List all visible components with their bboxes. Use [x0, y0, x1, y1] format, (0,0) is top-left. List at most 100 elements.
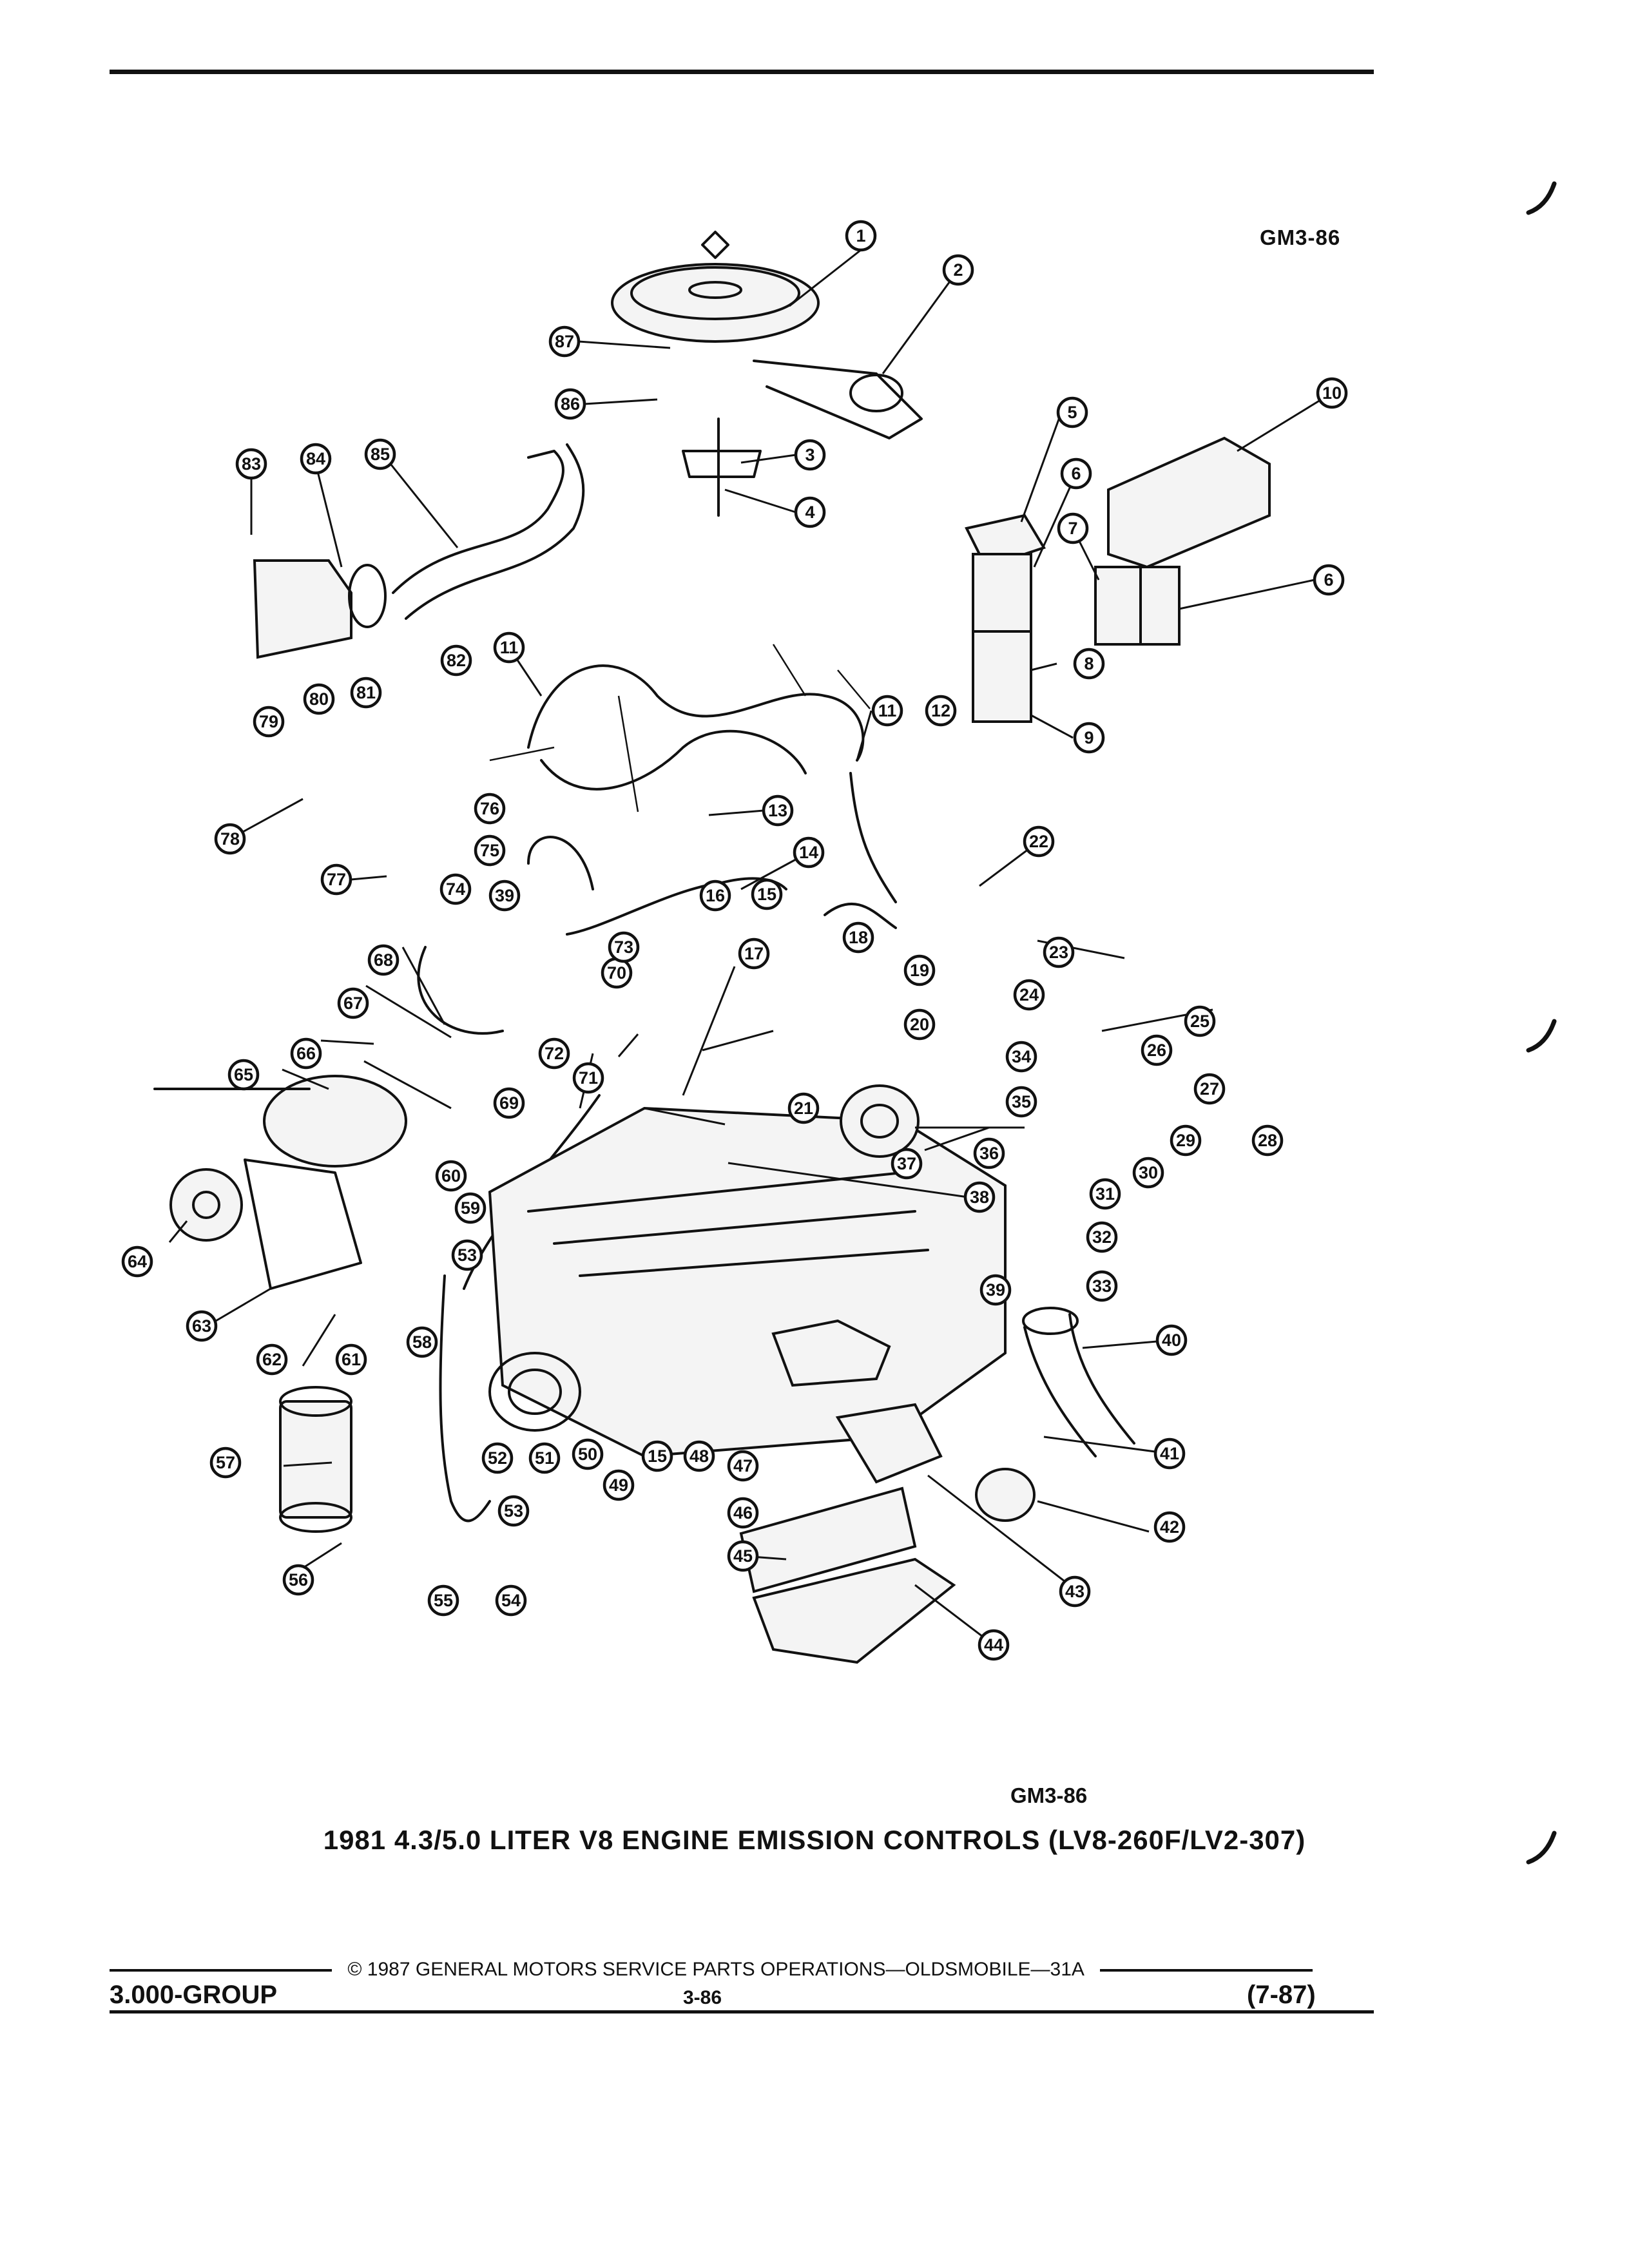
heat-stove-duct [739, 1307, 1135, 1664]
svg-text:10: 10 [1322, 383, 1342, 403]
callout-84: 84 [300, 443, 332, 475]
svg-text:4: 4 [805, 503, 815, 522]
svg-text:8: 8 [1084, 654, 1094, 673]
svg-text:87: 87 [555, 332, 574, 351]
svg-text:31: 31 [1095, 1184, 1115, 1204]
svg-text:50: 50 [578, 1445, 597, 1464]
svg-text:62: 62 [262, 1350, 282, 1369]
svg-text:36: 36 [979, 1144, 999, 1163]
callout-53: 53 [497, 1495, 530, 1527]
svg-text:40: 40 [1162, 1331, 1181, 1350]
svg-text:29: 29 [1176, 1131, 1195, 1150]
callout-81: 81 [350, 677, 382, 709]
svg-text:44: 44 [984, 1635, 1003, 1655]
svg-text:38: 38 [970, 1187, 989, 1207]
callout-72: 72 [538, 1037, 570, 1070]
svg-text:47: 47 [733, 1456, 753, 1475]
svg-text:15: 15 [757, 885, 776, 904]
callout-86: 86 [554, 388, 586, 420]
svg-text:19: 19 [910, 961, 929, 980]
svg-text:73: 73 [614, 937, 633, 957]
footer-rule-left [110, 1969, 332, 1972]
callout-60: 60 [435, 1160, 467, 1192]
svg-text:7: 7 [1068, 519, 1077, 538]
svg-text:33: 33 [1092, 1276, 1112, 1296]
callout-68: 68 [367, 944, 400, 976]
callout-15: 15 [641, 1440, 673, 1472]
callout-59: 59 [454, 1192, 487, 1224]
figure-code-bottom: GM3-86 [1010, 1783, 1088, 1807]
svg-text:53: 53 [504, 1501, 523, 1521]
svg-text:85: 85 [371, 445, 390, 464]
svg-text:51: 51 [535, 1448, 554, 1468]
svg-text:1: 1 [856, 226, 865, 245]
callout-11: 11 [871, 695, 903, 727]
callout-32: 32 [1086, 1221, 1118, 1253]
svg-text:12: 12 [931, 701, 950, 720]
callout-49: 49 [602, 1469, 635, 1501]
svg-text:13: 13 [768, 801, 787, 820]
callout-18: 18 [842, 921, 874, 954]
svg-text:74: 74 [446, 879, 465, 899]
callout-79: 79 [253, 706, 285, 738]
callout-34: 34 [1005, 1041, 1037, 1073]
svg-text:54: 54 [501, 1591, 521, 1610]
svg-text:58: 58 [412, 1332, 432, 1352]
svg-text:21: 21 [794, 1099, 813, 1118]
callout-23: 23 [1043, 936, 1075, 968]
callout-6: 6 [1060, 457, 1092, 490]
callout-43: 43 [1059, 1575, 1091, 1608]
callout-14: 14 [793, 836, 825, 869]
callout-42: 42 [1153, 1511, 1186, 1543]
top-rule [110, 70, 1374, 74]
svg-text:42: 42 [1160, 1517, 1179, 1537]
svg-text:66: 66 [296, 1044, 316, 1063]
svg-text:27: 27 [1200, 1079, 1219, 1099]
engine-block [488, 1106, 1007, 1458]
figure-caption: 1981 4.3/5.0 LITER V8 ENGINE EMISSION CO… [323, 1825, 1306, 1855]
svg-text:30: 30 [1139, 1163, 1158, 1182]
callout-67: 67 [337, 987, 369, 1019]
air-management-valve [771, 1319, 943, 1484]
svg-text:81: 81 [356, 683, 376, 702]
callout-21: 21 [787, 1092, 820, 1124]
callout-39: 39 [488, 879, 521, 912]
callout-25: 25 [1184, 1005, 1216, 1037]
svg-text:79: 79 [259, 712, 278, 731]
callout-70: 70 [601, 957, 633, 989]
callout-1: 1 [845, 220, 877, 252]
callout-64: 64 [121, 1245, 153, 1278]
callout-69: 69 [493, 1087, 525, 1119]
footer-copyright-line: © 1987 GENERAL MOTORS SERVICE PARTS OPER… [110, 1959, 1374, 1981]
callout-61: 61 [335, 1343, 367, 1376]
wiring-harness [489, 644, 897, 903]
svg-text:80: 80 [309, 689, 329, 709]
svg-text:84: 84 [306, 449, 325, 468]
callout-2: 2 [942, 254, 974, 286]
svg-text:64: 64 [128, 1252, 147, 1271]
svg-text:9: 9 [1084, 728, 1094, 747]
callout-74: 74 [439, 873, 472, 905]
svg-text:52: 52 [488, 1448, 507, 1468]
svg-text:26: 26 [1147, 1041, 1166, 1060]
footer-page-number: 3-86 [683, 1987, 722, 2008]
air-intake-duct [253, 443, 585, 659]
svg-text:6: 6 [1324, 570, 1333, 590]
callout-16: 16 [699, 879, 731, 912]
callout-54: 54 [495, 1584, 527, 1617]
callout-62: 62 [256, 1343, 288, 1376]
callout-13: 13 [762, 794, 794, 827]
svg-text:68: 68 [374, 950, 393, 970]
svg-text:83: 83 [242, 454, 261, 474]
svg-text:14: 14 [799, 843, 818, 862]
footer-rule-bottom [110, 2010, 1374, 2013]
svg-text:28: 28 [1258, 1131, 1277, 1150]
svg-text:86: 86 [561, 394, 580, 414]
callout-29: 29 [1170, 1124, 1202, 1157]
svg-text:25: 25 [1190, 1012, 1210, 1031]
svg-text:60: 60 [441, 1166, 461, 1186]
svg-text:15: 15 [648, 1446, 667, 1466]
callout-11: 11 [493, 631, 525, 664]
callout-51: 51 [528, 1442, 561, 1474]
